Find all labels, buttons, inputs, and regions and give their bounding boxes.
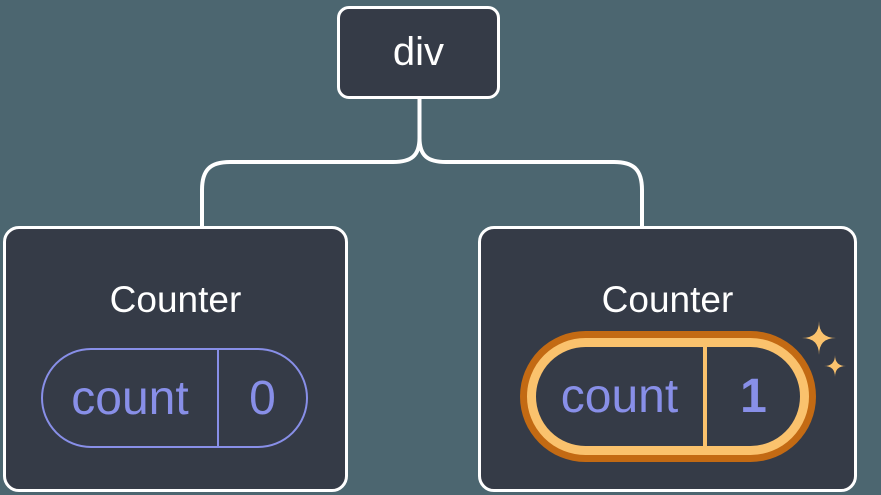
state-value-label: 0: [217, 350, 306, 446]
state-value-label: 1: [703, 347, 800, 446]
sparkle-icon: [802, 321, 846, 377]
connector-right-branch: [417, 137, 644, 226]
tree-node-counter-2: Counter count 1: [478, 226, 857, 492]
state-key-label: count: [560, 370, 679, 423]
counter-1-state-pill: count 0: [41, 348, 308, 448]
counter-2-title: Counter: [601, 279, 734, 320]
connector-left-branch: [200, 137, 422, 226]
state-key-label: count: [71, 371, 189, 425]
sparkle-small-icon: [824, 355, 846, 377]
tree-node-div: div: [337, 6, 500, 99]
div-node-label: div: [392, 30, 445, 74]
counter-1-title: Counter: [109, 279, 242, 320]
tree-node-counter-1: Counter count 0: [3, 226, 348, 492]
counter-2-state-pill: count 1: [527, 338, 809, 455]
sparkle-large-icon: [802, 321, 836, 355]
counter-2-state-pill-highlight: count 1: [520, 331, 816, 462]
